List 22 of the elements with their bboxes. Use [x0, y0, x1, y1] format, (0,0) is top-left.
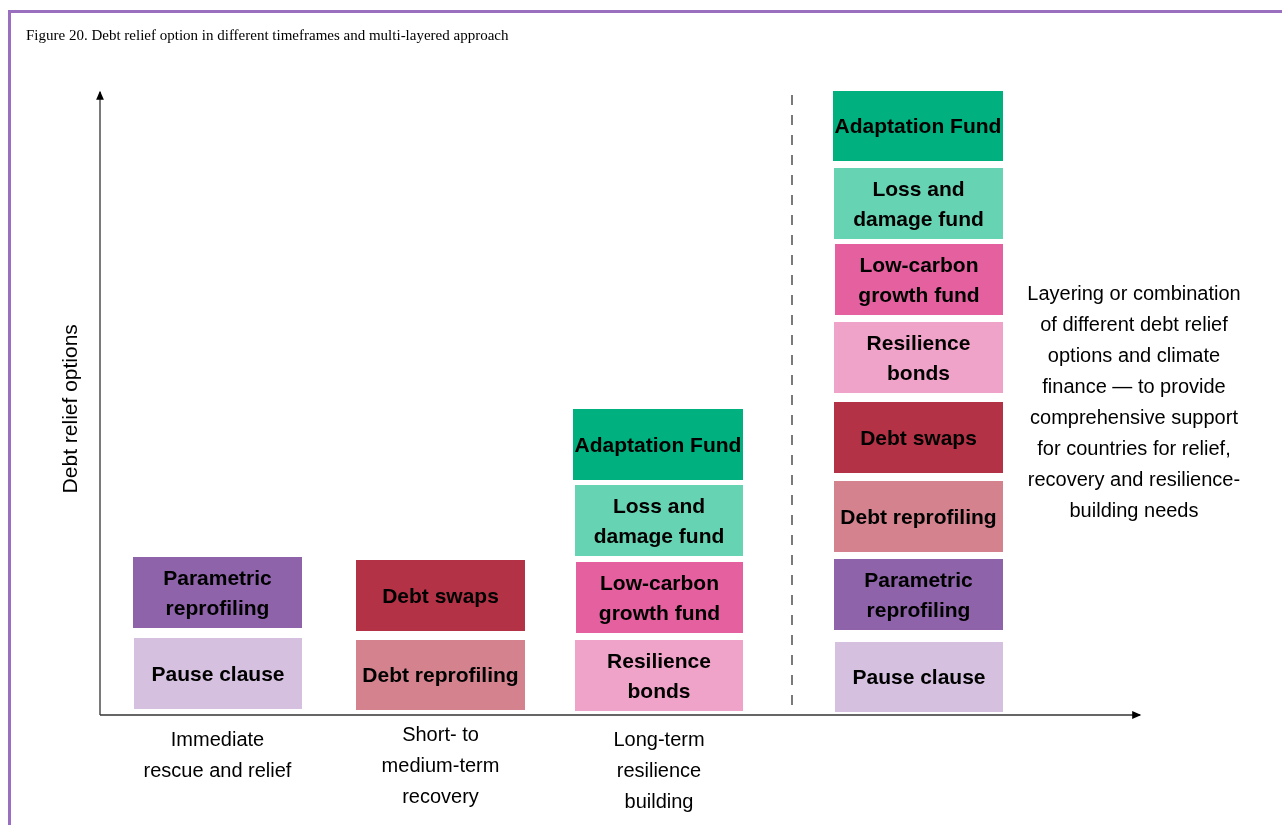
option-box: Parametric reprofiling	[834, 559, 1003, 630]
option-box: Debt reprofiling	[356, 640, 525, 710]
option-box: Debt swaps	[834, 402, 1003, 473]
option-box: Loss and damage fund	[834, 168, 1003, 239]
option-box: Low-carbon growth fund	[576, 562, 743, 633]
axis-category-label: Short- to medium-term recovery	[380, 722, 501, 809]
axis-category-label: Long-term resilience building	[612, 727, 706, 814]
axis-title: Debt relief options	[57, 323, 83, 496]
option-box: Resilience bonds	[834, 322, 1003, 393]
option-box: Low-carbon growth fund	[835, 244, 1003, 315]
option-box: Resilience bonds	[575, 640, 743, 711]
option-box: Adaptation Fund	[573, 409, 743, 480]
option-box: Pause clause	[134, 638, 302, 709]
option-box: Parametric reprofiling	[133, 557, 302, 628]
option-box: Debt swaps	[356, 560, 525, 631]
option-box: Loss and damage fund	[575, 485, 743, 556]
figure-title: Figure 20. Debt relief option in different timeframes and multi-layered approach	[26, 26, 509, 45]
option-box: Debt reprofiling	[834, 481, 1003, 552]
annotation-text: Layering or combination of different debt relief options and climate finance — to provide comprehensive support for countries for relief, recovery and resilience-building needs	[1026, 281, 1242, 523]
option-box: Pause clause	[835, 642, 1003, 712]
option-box: Adaptation Fund	[833, 91, 1003, 161]
axis-category-label: Immediate rescue and relief	[142, 727, 293, 783]
